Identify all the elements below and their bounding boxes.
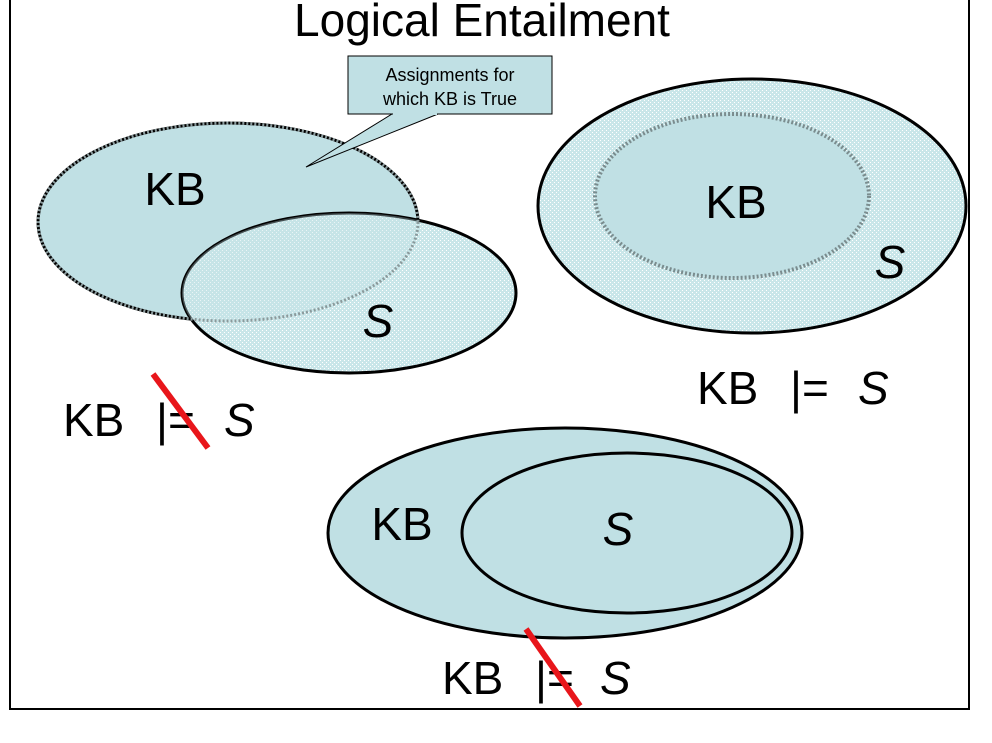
relation-kb: KB bbox=[442, 652, 503, 704]
panel-not-entailed-subset: KB S KB |= S bbox=[326, 426, 804, 708]
s-label: S bbox=[363, 295, 394, 347]
panel-not-entailed-overlap: KB S bbox=[36, 121, 518, 375]
relation-kb: KB bbox=[697, 362, 758, 414]
kb-label: KB bbox=[144, 163, 205, 215]
s-label: S bbox=[875, 236, 906, 288]
callout: Assignments for which KB is True bbox=[305, 55, 553, 168]
slide-frame bbox=[9, 0, 970, 710]
panel-entailed: KB S KB |= S bbox=[536, 77, 968, 414]
relation-s: S bbox=[224, 394, 255, 446]
page-title: Logical Entailment bbox=[294, 0, 670, 46]
kb-region bbox=[593, 112, 871, 280]
relation-kb: KB bbox=[63, 394, 124, 446]
s-region bbox=[180, 211, 518, 375]
relation-not-entails-1: KB |= S bbox=[63, 372, 255, 450]
strike-mark bbox=[523, 627, 583, 708]
kb-label: KB bbox=[705, 176, 766, 228]
callout-box bbox=[347, 55, 553, 115]
s-region bbox=[460, 451, 794, 615]
kb-boundary-dotted bbox=[36, 121, 420, 323]
relation-symbol: |= bbox=[790, 362, 829, 414]
strike-mark bbox=[150, 372, 211, 450]
relation-s: S bbox=[858, 362, 889, 414]
s-label: S bbox=[603, 503, 634, 555]
callout-line-1: Assignments for bbox=[385, 65, 514, 85]
overlap-region bbox=[182, 213, 418, 321]
kb-label: KB bbox=[371, 498, 432, 550]
relation-symbol: |= bbox=[535, 652, 574, 704]
relation-s: S bbox=[600, 652, 631, 704]
callout-line-2: which KB is True bbox=[382, 89, 517, 109]
